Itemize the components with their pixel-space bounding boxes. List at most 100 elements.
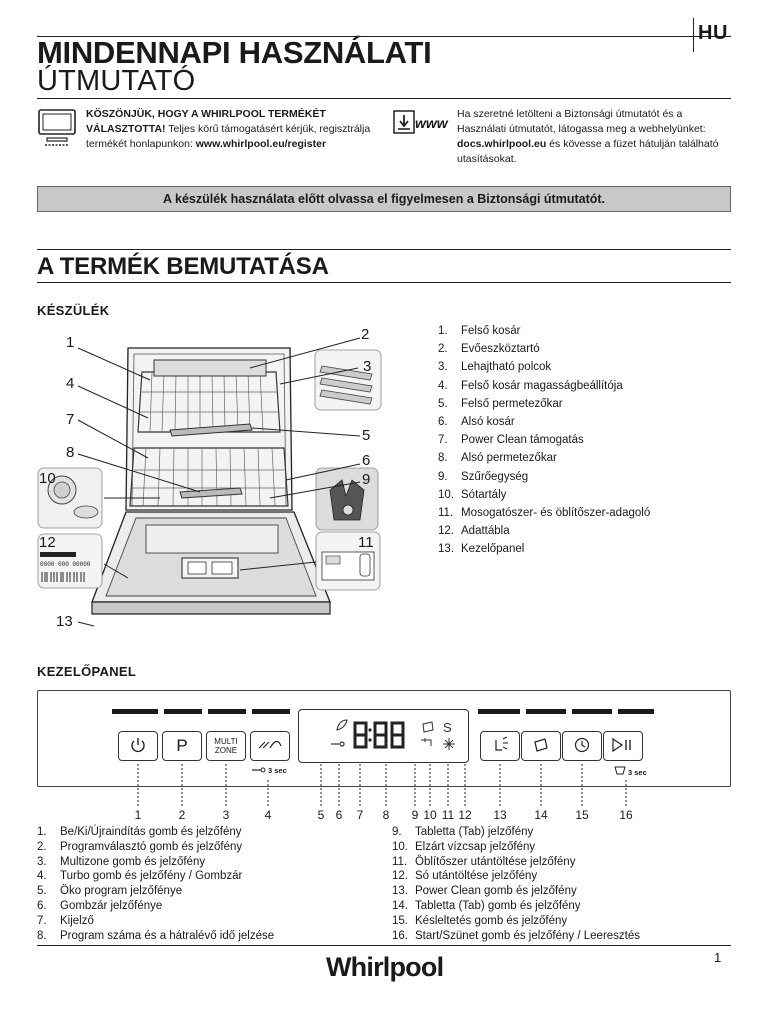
lang-divider (693, 18, 694, 52)
part-label: Alsó permetezőkar (461, 452, 557, 465)
part-label: Kezelőpanel (461, 543, 525, 556)
legend-right-label: Öblítőszer utántöltése jelzőfény (415, 855, 576, 868)
program-button[interactable]: P (162, 731, 202, 761)
play-pause-icon (611, 737, 635, 755)
legend-left-label: Be/Ki/Újraindítás gomb és jelzőfény (60, 826, 242, 838)
legend-right-item: 11. Öblítőszer utántöltése jelzőfény (392, 855, 640, 870)
tab-button[interactable] (521, 731, 561, 761)
legend-right-label: Tabletta (Tab) gomb és jelzőfény (415, 899, 581, 912)
cp-callout-5: 5 (317, 808, 325, 822)
diagram-callout-8: 8 (66, 444, 75, 461)
part-number: 11. (438, 507, 454, 520)
legend-left-number: 4. (37, 870, 47, 883)
cp-callout-14: 14 (534, 808, 548, 822)
turbo-button[interactable] (250, 731, 290, 761)
legend-left-label: Program száma és a hátralévő idő jelzése (60, 929, 275, 942)
legend-left-label: Programválasztó gomb és jelzőfény (60, 840, 243, 853)
cp-callout-13: 13 (493, 808, 507, 822)
docs-link[interactable]: docs.whirlpool.eu (457, 138, 547, 150)
drain-hint: 3 sec (614, 766, 647, 778)
delay-icon (573, 736, 591, 757)
part-number: 4. (438, 379, 448, 392)
power-icon (129, 736, 147, 757)
part-label: Felső kosár magasságbeállítója (461, 379, 623, 392)
section-bottom-rule (37, 282, 731, 283)
diagram-callout-11: 11 (358, 534, 374, 551)
legend-left-number: 5. (37, 885, 47, 898)
cp-callout-4: 4 (264, 808, 272, 822)
www-label: www (415, 115, 448, 131)
digits (353, 721, 405, 749)
legend-left-number: 8. (37, 929, 47, 942)
intro-left-text: KÖSZÖNJÜK, HOGY A WHIRLPOOL TERMÉKÉT VÁL… (86, 107, 378, 152)
part-number: 3. (438, 361, 448, 374)
part-label: Felső kosár (461, 325, 521, 337)
rating-plate-code: 0000 000 00000 (40, 561, 91, 568)
part-label: Evőeszköztartó (461, 343, 540, 356)
legend-right-item: 10.Elzárt vízcsap jelzőfény (392, 840, 640, 855)
whirlpool-logo: Whirlpool (320, 948, 448, 988)
legend-left-label: Turbo gomb és jelzőfény / Gombzár (60, 870, 243, 883)
legend-right-item: 9. Tabletta (Tab) jelzőfény (392, 825, 640, 840)
turbo-icon (257, 738, 283, 755)
part-label: Power Clean támogatás (461, 434, 584, 447)
brand-name: Whirlpool (326, 952, 444, 982)
rinse-aid-icon (443, 738, 455, 750)
legend-right-number: 15. (392, 914, 408, 927)
cp-callout-6: 6 (335, 808, 343, 822)
start-pause-button[interactable] (603, 731, 643, 761)
power-button[interactable] (118, 731, 158, 761)
part-label: Alsó kosár (461, 416, 515, 429)
monitor-icon (37, 108, 77, 148)
legend-right-number: 10. (392, 840, 408, 853)
legend-left-label: Multizone gomb és jelzőfény (60, 855, 206, 868)
download-text-2: és kövesse a füzet hátulján található ut… (457, 138, 719, 165)
diagram-callout-7: 7 (66, 411, 75, 428)
power-clean-icon (490, 736, 510, 757)
eco-icon (336, 719, 348, 731)
register-link[interactable]: www.whirlpool.eu/register (195, 138, 327, 150)
legend-right-item: 15.Késleltetés gomb és jelzőfény (392, 914, 640, 929)
callout-leaders (137, 764, 627, 806)
part-label: Felső permetezőkar (461, 397, 563, 410)
cp-callout-7: 7 (356, 808, 364, 822)
cp-callout-2: 2 (178, 808, 186, 822)
cp-callout-16: 16 (619, 808, 633, 822)
legend-left-label: Gombzár jelzőfénye (60, 899, 163, 912)
part-number: 5. (438, 397, 448, 410)
legend-right-item: 16.Start/Szünet gomb és jelzőfény / Leer… (392, 929, 640, 944)
key-lock-hint: 3 sec (252, 766, 287, 775)
part-number: 6. (438, 416, 448, 429)
diagram-callout-9: 9 (362, 471, 371, 488)
legend-right-number: 9. (392, 826, 402, 838)
legend-right-label: Tabletta (Tab) jelzőfény (415, 826, 534, 838)
delay-button[interactable] (562, 731, 602, 761)
legend-right-number: 16. (392, 929, 408, 942)
part-item: 3. Lehajtható polcok (438, 358, 650, 376)
key-lock-time: 3 sec (268, 766, 287, 775)
legend-right-item: 13.Power Clean gomb és jelzőfény (392, 884, 640, 899)
cp-callout-10: 10 (423, 808, 437, 822)
part-label: Sótartály (461, 488, 507, 501)
safety-warning-banner: A készülék használata előtt olvassa el f… (37, 186, 731, 212)
part-number: 2. (438, 343, 448, 356)
power-clean-button[interactable] (480, 731, 520, 761)
drain-time: 3 sec (628, 767, 647, 777)
part-label: Szűrőegység (461, 470, 529, 483)
multizone-label-2: ZONE (214, 746, 238, 755)
legend-left-item: 7.Kijelző (37, 914, 274, 929)
legend-left-item: 5. Öko program jelzőfénye (37, 884, 274, 899)
part-label: Lehajtható polcok (461, 361, 552, 374)
legend-left-label: Öko program jelzőfénye (60, 885, 183, 898)
diagram-callout-13: 13 (56, 613, 73, 630)
legend-right-number: 11. (392, 855, 408, 868)
diagram-callout-3: 3 (363, 358, 372, 375)
lock-icon (331, 741, 345, 747)
multizone-button[interactable]: MULTI ZONE (206, 731, 246, 761)
legend-left-number: 2. (37, 840, 47, 853)
led-bars-right (478, 709, 654, 714)
parts-list: 1.Felső kosár 2. Evőeszköztartó 3. Lehajthat… (438, 322, 650, 559)
part-number: 9. (438, 470, 448, 483)
part-item: 1.Felső kosár (438, 322, 650, 340)
part-number: 10. (438, 488, 454, 501)
